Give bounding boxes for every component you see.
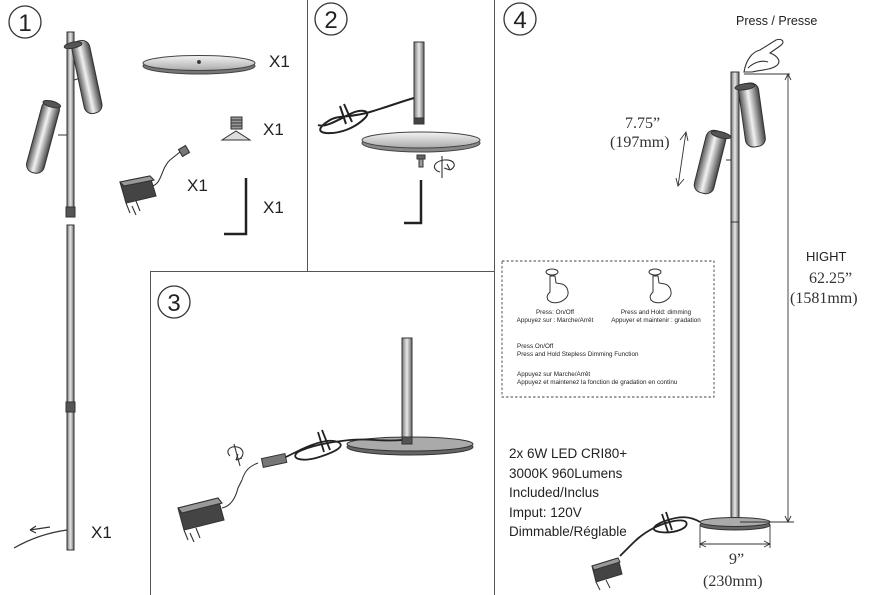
step2-screw	[416, 154, 426, 168]
height-mm: (1581mm)	[790, 290, 858, 307]
assembled-pole	[699, 71, 771, 531]
press-finger-icon	[545, 268, 569, 304]
floor-cable	[619, 511, 701, 557]
step2-pole	[413, 41, 425, 125]
pole-quantity-label: X1	[91, 523, 112, 542]
step3-adapter	[177, 479, 243, 543]
lamp-head-upper	[63, 39, 103, 115]
spec-input: Imput: 120V	[509, 504, 582, 520]
adapter-quantity-label: X1	[187, 176, 208, 195]
hold-caption: Press and Hold: dimming Appuyer et maint…	[604, 309, 708, 324]
step-badge-2: 2	[314, 2, 348, 36]
instruction-en-1: Press On/Off	[517, 343, 554, 350]
press-caption-en: Press: On/Off	[535, 309, 575, 316]
hold-caption-fr: Appuyer et maintenir : gradation	[611, 316, 701, 324]
assembled-head-upper	[734, 82, 766, 148]
power-adapter	[118, 144, 191, 216]
dimension-lines	[675, 72, 794, 548]
step-badge-4: 4	[503, 2, 537, 36]
rotate-arrow-icon	[433, 156, 455, 178]
base-quantity-label: X1	[269, 52, 290, 71]
step3-lamp	[346, 337, 474, 456]
step-number-3: 3	[167, 290, 180, 317]
spec-list: 2x 6W LED CRI80+ 3000K 960Lumens Include…	[509, 444, 627, 542]
base-plate	[142, 55, 256, 75]
step3-cable	[283, 429, 403, 461]
step-number-4: 4	[513, 7, 526, 34]
screw-icon	[220, 116, 252, 141]
height-inches: 62.25”	[809, 270, 853, 287]
press-hand-icon	[743, 38, 784, 73]
instruction-fr-2: Appuyez et maintenez la fonction de grad…	[517, 378, 678, 386]
height-label: HIGHT	[806, 249, 847, 264]
step-badge-1: 1	[8, 5, 42, 39]
lamp-head-lower	[26, 99, 67, 174]
head-length-inches: 7.75”	[625, 115, 661, 132]
panel-borders	[150, 0, 495, 595]
step-badge-3: 3	[157, 285, 191, 319]
hold-caption-en: Press and Hold: dimming	[620, 309, 692, 316]
step-number-1: 1	[18, 10, 31, 37]
head-length-mm: (197mm)	[610, 134, 670, 151]
instruction-fr-1: Appuyez sur Marche/Arrêt	[517, 371, 591, 378]
allen-key-quantity-label: X1	[263, 198, 284, 217]
spec-led: 2x 6W LED CRI80+	[509, 446, 628, 461]
assembled-head-lower	[693, 129, 732, 195]
rotate-arrow-icon-step3	[227, 443, 244, 467]
press-label: Press / Presse	[736, 14, 818, 28]
base-width-mm: (230mm)	[703, 573, 763, 590]
instructions-english: Press On/Off Press and Hold Stepless Dim…	[517, 343, 638, 358]
instruction-en-2: Press and Hold Stepless Dimming Function	[517, 350, 639, 358]
step-number-2: 2	[324, 7, 337, 34]
spec-included: Included/Inclus	[509, 485, 600, 500]
press-caption: Press: On/Off Appuyez sur : Marche/Arrêt	[509, 309, 601, 324]
spec-dimmable: Dimmable/Réglable	[509, 524, 627, 539]
instructions-french: Appuyez sur Marche/Arrêt Appuyez et main…	[517, 371, 677, 386]
screw-quantity-label: X1	[263, 120, 284, 139]
step2-base-plate	[361, 131, 481, 153]
base-width-inches: 9”	[729, 551, 745, 568]
step3-connector	[241, 452, 288, 481]
pole-cable	[13, 525, 68, 549]
step2-cable-coil	[317, 97, 415, 135]
pole-sections	[65, 31, 76, 551]
hold-finger-icon	[648, 268, 672, 304]
instruction-box	[501, 260, 715, 398]
allen-key	[224, 178, 248, 236]
spec-color-temp: 3000K 960Lumens	[509, 465, 623, 481]
press-caption-fr: Appuyez sur : Marche/Arrêt	[516, 316, 594, 324]
floor-adapter	[591, 557, 623, 591]
step2-allen-key	[404, 180, 423, 225]
